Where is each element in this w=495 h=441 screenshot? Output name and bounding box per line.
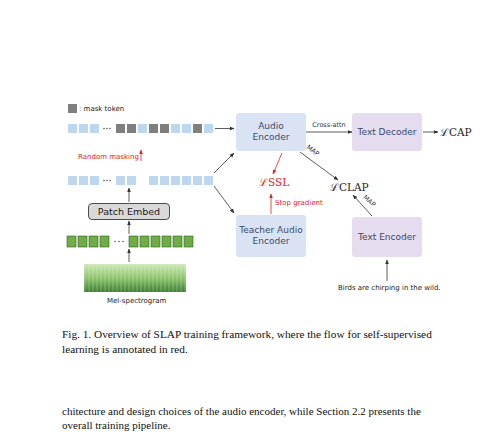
node-text: Patch Embed [98,206,160,217]
text-encoder-box: Text Encoder [352,217,422,257]
legend-text: : mask token [79,105,124,113]
token-row [68,176,213,185]
figure-caption: Fig. 1. Overview of SLAP training framew… [62,327,452,356]
node-text: Audio Encoder [239,121,303,143]
loss-term: ℒCAP [440,126,472,138]
text-decoder-box: Text Decoder [352,113,422,151]
node-text: Text Encoder [358,232,416,243]
loss-term: ℒSSL [259,176,289,188]
masked-token-row [68,124,213,133]
connector-arrow [306,132,352,133]
loss-term: ℒCLAP [330,181,369,193]
audio-encoder-box: Audio Encoder [236,113,306,151]
node-text: Text Decoder [358,127,417,138]
teacher-encoder-box: Teacher Audio Encoder [236,215,306,257]
patch-embed-box: Patch Embed [88,203,170,220]
mel-spectrogram-image [84,264,186,292]
patch-row [67,236,193,247]
gradient-note: Stop gradient [275,199,323,207]
edge-label: Cross-attn [312,122,345,129]
legend-swatch [68,104,77,113]
input-caption: Mel-spectrogram [107,297,166,305]
masking-note: Random masking [78,153,139,161]
patch-ellipsis [114,241,124,243]
body-text: chitecture and design choices of the aud… [62,404,450,433]
pooling-tag: MAP [305,144,321,158]
flow-arrows [129,129,438,282]
example-sentence: Birds are chirping in the wild. [338,284,441,292]
node-text: Teacher Audio Encoder [239,225,303,247]
